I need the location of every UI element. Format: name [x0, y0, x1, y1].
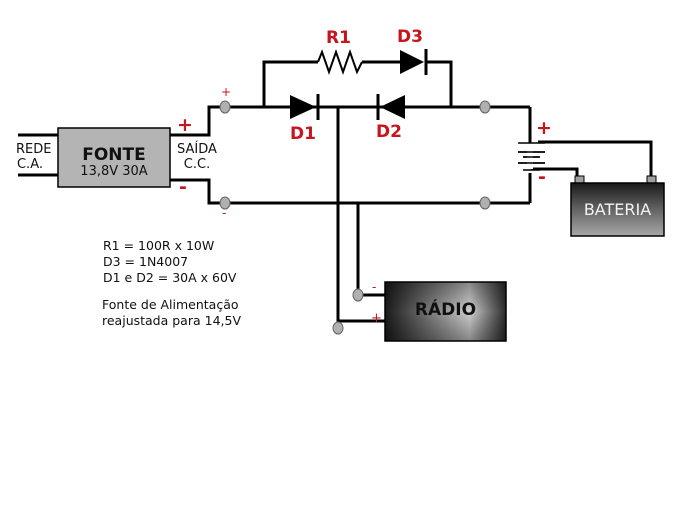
diode-d1-symbol: [290, 94, 320, 120]
loop-left: [262, 60, 318, 107]
bat-wire-plus: [538, 140, 653, 178]
radio-minus-sign: -: [372, 280, 377, 294]
component-notes: R1 = 100R x 10W D3 = 1N4007 D1 e D2 = 30…: [103, 238, 236, 286]
dc-output-minus-sign: -: [179, 176, 187, 198]
battery-label: BATERIA: [583, 200, 652, 219]
footnote-line1: Fonte de Alimentação: [102, 297, 239, 312]
bat-wire-minus: [531, 167, 579, 178]
node-left-plus-sign: +: [221, 85, 232, 99]
node-left-minus-sign: -: [222, 206, 227, 220]
dc-output-plus-sign: +: [177, 114, 193, 136]
note-d3: D3 = 1N4007: [103, 254, 189, 269]
footnote-line2: reajustada para 14,5V: [102, 313, 242, 328]
ac-input-label-line1: REDE: [16, 142, 52, 157]
radio-label: RÁDIO: [414, 300, 477, 320]
footnote: Fonte de Alimentação reajustada para 14,…: [102, 297, 241, 329]
diode-d2-symbol: [376, 94, 405, 120]
dc-output-label-line1: SAÍDA: [177, 142, 217, 157]
diode-d3-label: D3: [397, 27, 423, 47]
node-radio-plus: [332, 321, 344, 335]
loop-right: [427, 60, 453, 107]
power-supply-label: FONTE 13,8V 30A: [58, 146, 170, 179]
dc-output-label: SAÍDA C.C.: [173, 142, 221, 172]
power-supply-box: [57, 127, 171, 188]
battery-minus-sign: -: [538, 166, 546, 188]
resistor-r1-label: R1: [326, 28, 351, 48]
node-right-plus: [479, 100, 491, 114]
wires: [18, 60, 653, 328]
ac-input-label-line2: C.A.: [16, 157, 43, 172]
diode-d2-label: D2: [376, 122, 402, 142]
note-d1-d2: D1 e D2 = 30A x 60V: [103, 270, 237, 285]
diode-d1-label: D1: [290, 124, 316, 144]
node-right-minus: [479, 196, 491, 210]
note-r1: R1 = 100R x 10W: [103, 238, 215, 253]
ac-input-label: REDE C.A.: [16, 142, 52, 172]
resistor-r1-symbol: [317, 48, 363, 76]
power-supply-rating: 13,8V 30A: [80, 164, 148, 179]
node-left-minus: [219, 196, 231, 210]
radio-plus-sign: +: [371, 311, 382, 326]
diode-d3-symbol: [400, 49, 428, 75]
dc-minus-wire: [170, 178, 225, 205]
battery-plus-sign: +: [536, 117, 552, 139]
dc-output-label-line2: C.C.: [183, 157, 211, 172]
power-supply-title: FONTE: [82, 145, 146, 165]
node-radio-minus: [352, 288, 364, 302]
node-left-plus: [219, 100, 231, 114]
battery-box: [570, 182, 665, 237]
dc-plus-wire: [170, 105, 225, 137]
